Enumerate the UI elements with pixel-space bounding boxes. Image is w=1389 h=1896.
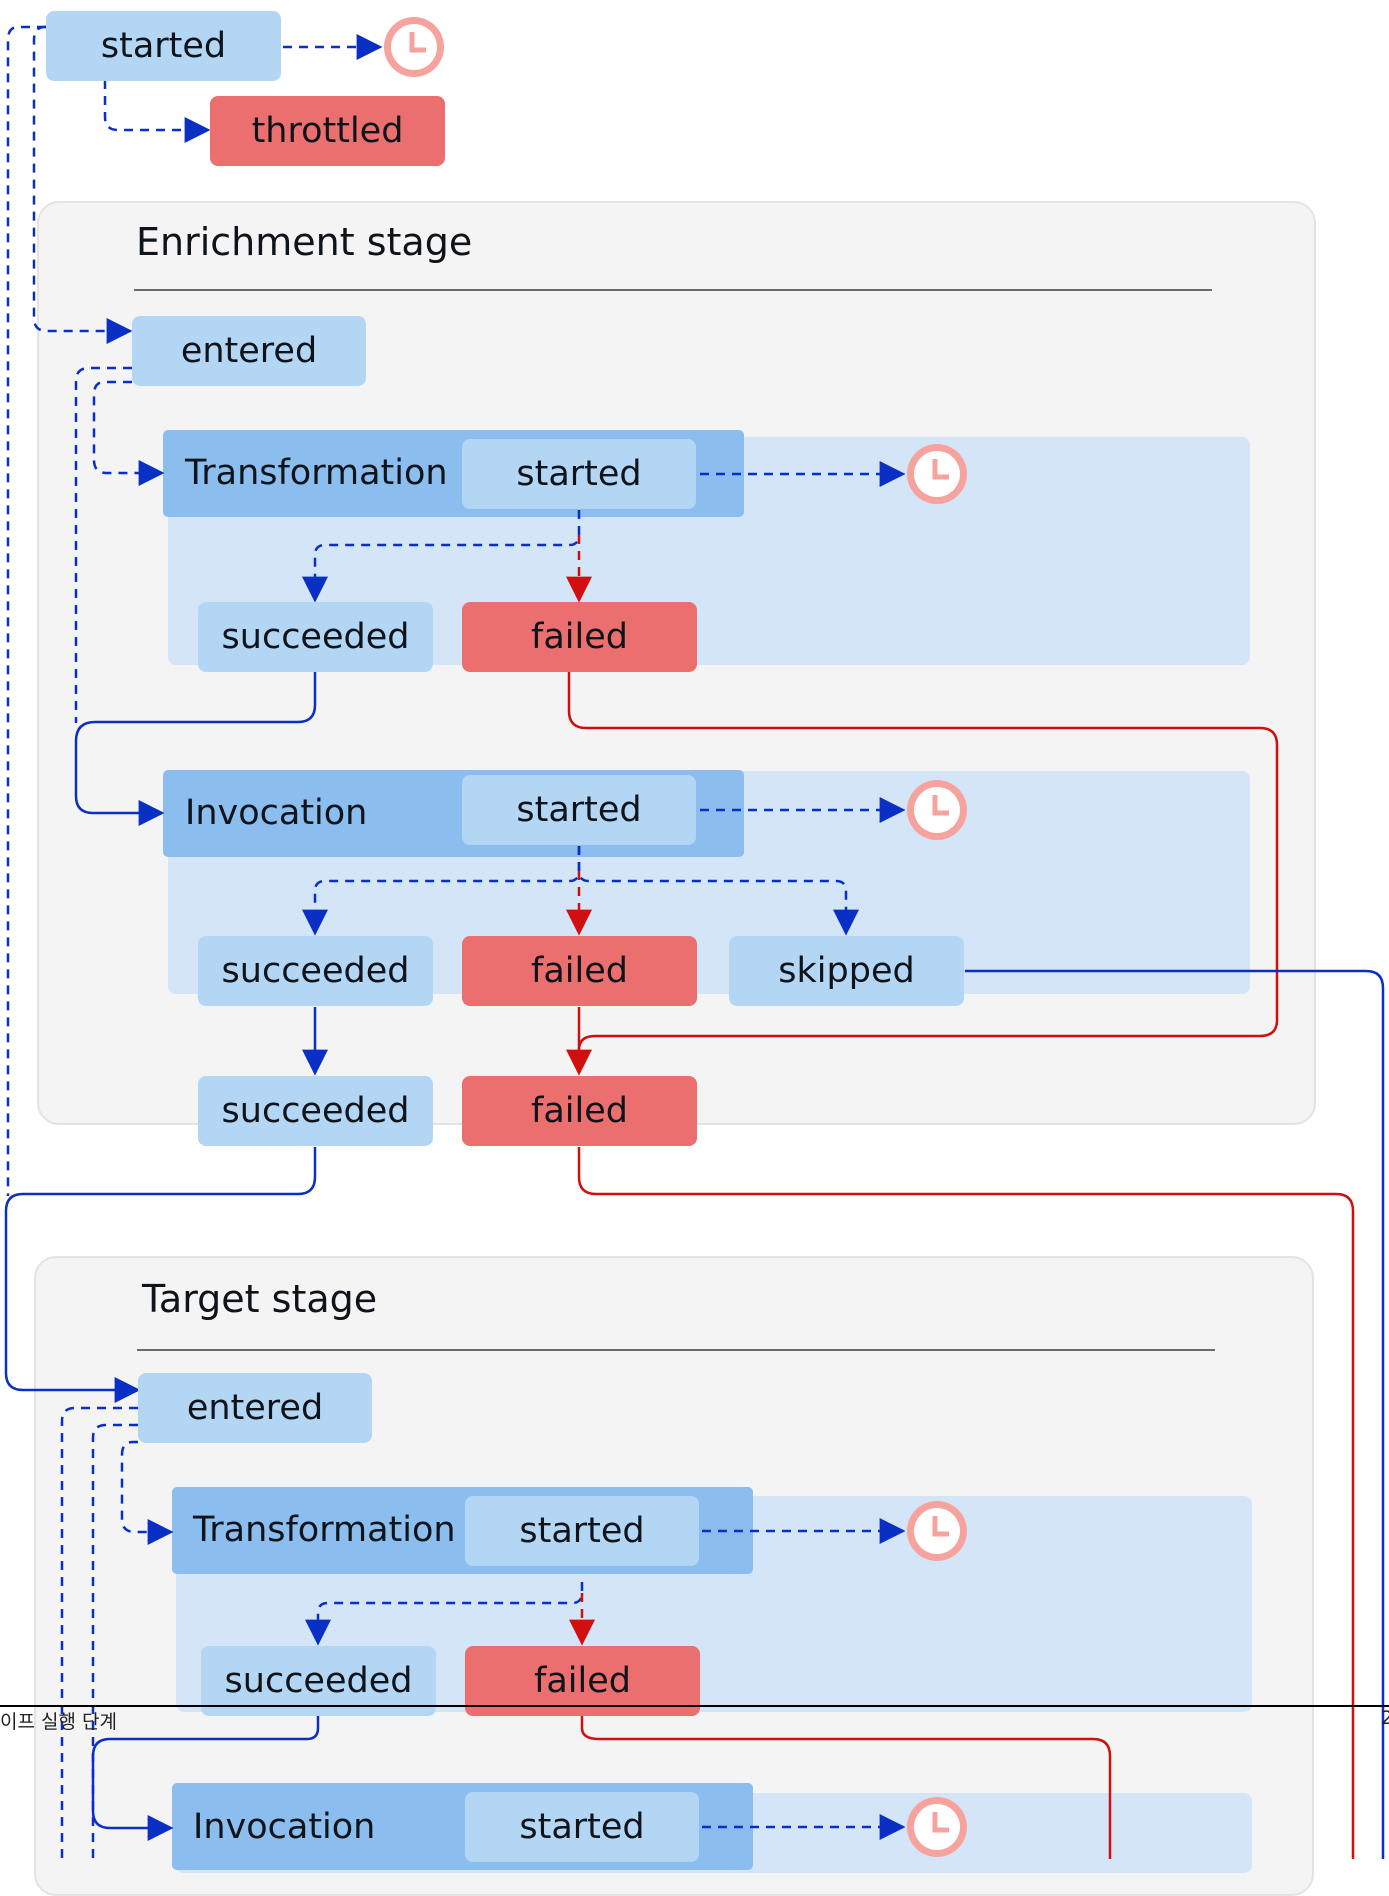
- enrichment-stage-divider: [134, 289, 1212, 291]
- enrichment-stage-title: Enrichment stage: [136, 220, 473, 264]
- enrichment-transformation-label: Transformation: [185, 453, 448, 493]
- target-stage-title: Target stage: [142, 1277, 378, 1321]
- connector-enrichment-failed-to-right-rail: [577, 1147, 1355, 1859]
- connector-skipped-to-right-rail: [965, 969, 1385, 1859]
- connector-einv-to-succeeded: [302, 846, 581, 936]
- enrichment-invocation-started-node: started: [462, 775, 696, 845]
- enrichment-transformation-started-node: started: [462, 439, 696, 509]
- clock-icon: [907, 1797, 967, 1857]
- connector-started-to-enrichment-entered-branch: [32, 25, 133, 344]
- enrichment-transformation-succeeded-node: succeeded: [198, 602, 433, 672]
- page-number: 2: [1381, 1707, 1389, 1729]
- clock-icon: [384, 17, 444, 77]
- target-entered-node: entered: [138, 1373, 372, 1443]
- connector-started-to-throttled: [103, 80, 211, 143]
- connector-ttrans-failed-down: [580, 1716, 1112, 1859]
- throttled-node: throttled: [210, 96, 445, 166]
- connector-ttrans-succeeded-to-invocation: [91, 1716, 320, 1841]
- connector-etrans-succeeded-to-invocation: [74, 672, 317, 826]
- clock-icon: [907, 444, 967, 504]
- connector-etrans-failed-to-stage-failed: [567, 672, 1279, 1051]
- enrichment-entered-node: entered: [132, 316, 366, 386]
- connector-etrans-to-succeeded: [302, 510, 581, 603]
- connector-einv-to-skipped: [577, 846, 859, 936]
- connector-entered-to-transformation: [92, 380, 165, 486]
- enrichment-invocation-failed-node: failed: [462, 936, 697, 1006]
- enrichment-invocation-label: Invocation: [185, 793, 368, 833]
- target-transformation-started-node: started: [465, 1496, 699, 1566]
- target-invocation-label: Invocation: [193, 1807, 376, 1847]
- connector-enrichment-succeeded-to-target-entered: [4, 1147, 317, 1403]
- page-footer-title: 이프 실행 단계: [0, 1711, 117, 1733]
- page-footer-rule: [0, 1705, 1389, 1707]
- connector-ttrans-to-succeeded: [305, 1582, 584, 1646]
- connector-target-entered-to-invocation: [91, 1423, 138, 1859]
- target-stage-divider: [137, 1349, 1215, 1351]
- target-transformation-failed-node: failed: [465, 1646, 700, 1716]
- connector-entered-to-invocation: [74, 366, 132, 723]
- connector-started-to-enrichment-entered: [6, 25, 46, 1196]
- enrichment-transformation-failed-node: failed: [462, 602, 697, 672]
- target-transformation-label: Transformation: [193, 1510, 456, 1550]
- clock-icon: [907, 780, 967, 840]
- started-node: started: [46, 11, 281, 81]
- target-invocation-started-node: started: [465, 1792, 699, 1862]
- connector-target-entered-to-transformation: [120, 1440, 174, 1545]
- target-transformation-succeeded-node: succeeded: [201, 1646, 436, 1716]
- enrichment-invocation-succeeded-node: succeeded: [198, 936, 433, 1006]
- connector-target-entered-to-failure-branch: [60, 1406, 138, 1859]
- enrichment-invocation-skipped-node: skipped: [729, 936, 964, 1006]
- enrichment-succeeded-node: succeeded: [198, 1076, 433, 1146]
- clock-icon: [907, 1501, 967, 1561]
- enrichment-failed-node: failed: [462, 1076, 697, 1146]
